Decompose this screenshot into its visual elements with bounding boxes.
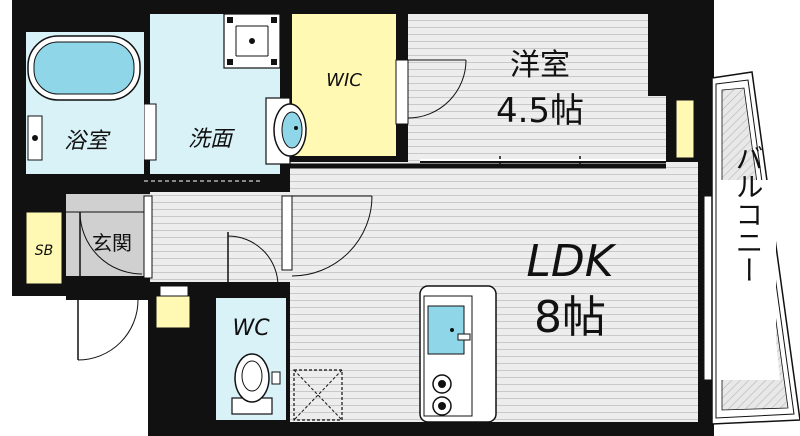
toilet-room[interactable] bbox=[216, 232, 286, 420]
wic-label: WIC bbox=[326, 70, 362, 91]
washroom-label: 洗面 bbox=[188, 127, 236, 152]
kitchen-counter[interactable] bbox=[419, 285, 497, 423]
ldk-room-name: LDK bbox=[526, 236, 616, 287]
partition-sliding-door[interactable] bbox=[290, 156, 666, 169]
western-room[interactable] bbox=[408, 14, 698, 162]
bathroom-label: 浴室 bbox=[64, 129, 111, 154]
balcony[interactable] bbox=[711, 71, 800, 425]
balcony-label: バルコニー bbox=[732, 144, 765, 284]
exterior-area bbox=[12, 296, 148, 436]
toilet-label: WC bbox=[232, 316, 270, 341]
ldk-door[interactable] bbox=[281, 195, 373, 277]
western-room-size: 4.5帖 bbox=[496, 91, 584, 131]
walk-in-closet[interactable] bbox=[292, 14, 467, 156]
refrigerator-space bbox=[293, 369, 343, 421]
shoe-box[interactable] bbox=[25, 211, 63, 285]
entrance-label: 玄関 bbox=[92, 231, 132, 255]
ldk-room-size: 8帖 bbox=[534, 292, 606, 343]
pipe-space bbox=[155, 295, 191, 329]
bathroom[interactable] bbox=[26, 32, 144, 184]
washroom[interactable] bbox=[112, 0, 307, 186]
shoe-box-label: SB bbox=[35, 243, 54, 259]
western-room-name: 洋室 bbox=[510, 48, 570, 83]
